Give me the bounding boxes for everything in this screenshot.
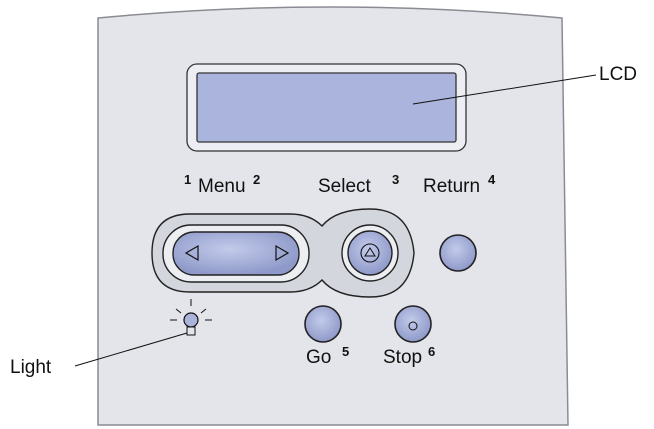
go-label: Go <box>306 347 331 368</box>
lcd-callout-label: LCD <box>599 64 637 85</box>
lcd-leader-line <box>412 74 597 105</box>
select-label: Select <box>318 176 372 197</box>
stop-button[interactable] <box>394 305 432 343</box>
return-label: Return <box>423 176 480 197</box>
triangle-left-icon <box>184 244 199 262</box>
go-button[interactable] <box>304 305 342 343</box>
return-button[interactable] <box>439 234 477 272</box>
select-button[interactable] <box>341 224 399 282</box>
menu-label: Menu <box>198 176 246 197</box>
triangle-right-icon <box>275 244 290 262</box>
menu-button[interactable] <box>162 224 310 283</box>
stop-number: 6 <box>428 344 435 359</box>
menu-number-left: 1 <box>184 172 191 187</box>
indicator-light-icon <box>170 299 212 336</box>
lcd-display <box>186 63 467 152</box>
stop-label: Stop <box>383 347 422 368</box>
return-number: 4 <box>488 172 496 187</box>
light-leader-line <box>74 332 188 367</box>
select-number: 3 <box>392 172 399 187</box>
menu-number-right: 2 <box>253 172 260 187</box>
circle-icon <box>408 321 418 331</box>
go-number: 5 <box>342 344 349 359</box>
light-callout-label: Light <box>10 357 52 378</box>
triangle-up-icon <box>364 247 376 257</box>
